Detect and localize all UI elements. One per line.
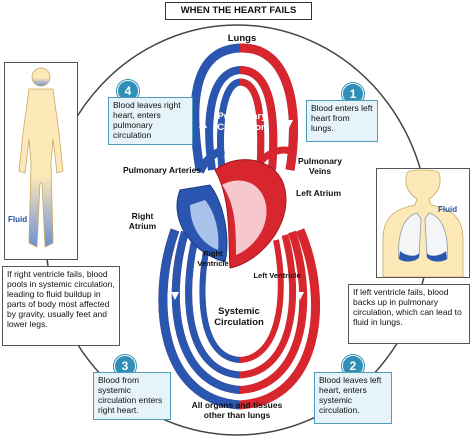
left-failure-note: If left ventricle fails, blood backs up …: [348, 284, 470, 344]
label-pulmonary-veins: Pulmonary Veins: [298, 156, 342, 176]
body-panel: [4, 62, 78, 260]
label-left-atrium: Left Atrium: [296, 188, 342, 198]
page-title: WHEN THE HEART FAILS: [165, 2, 312, 20]
fluid-label-body: Fluid: [8, 215, 28, 224]
systemic-loops: [158, 228, 320, 410]
right-failure-note: If right ventricle fails, blood pools in…: [2, 266, 120, 346]
label-right-ventricle: Right Ventricle: [197, 249, 229, 268]
label-systemic-circulation: Systemic Circulation: [214, 306, 264, 328]
heart: [176, 146, 294, 269]
step-box-1: Blood enters left heart from lungs.: [306, 100, 378, 142]
step-box-4: Blood leaves right heart, enters pulmona…: [108, 97, 193, 145]
step-badge-2: 2: [342, 355, 364, 377]
label-pulmonary-circulation: Pulmonary Circulation: [217, 111, 267, 133]
step-box-3: Blood from systemic circulation enters r…: [93, 372, 171, 420]
label-organs: All organs and tissues other than lungs: [191, 400, 283, 420]
label-pulmonary-arteries: Pulmonary Arteries: [122, 165, 202, 175]
label-right-atrium: Right Atrium: [128, 211, 157, 231]
torso-figure: [382, 169, 464, 278]
label-lungs: Lungs: [227, 33, 257, 44]
flow-arrows: [171, 120, 304, 300]
body-figure: [18, 67, 64, 248]
label-left-ventricle: Left Ventricle: [253, 271, 301, 280]
lungs-panel: [376, 168, 470, 278]
fluid-label-lungs: Fluid: [438, 205, 458, 214]
step-box-2: Blood leaves left heart, enters systemic…: [314, 372, 392, 424]
